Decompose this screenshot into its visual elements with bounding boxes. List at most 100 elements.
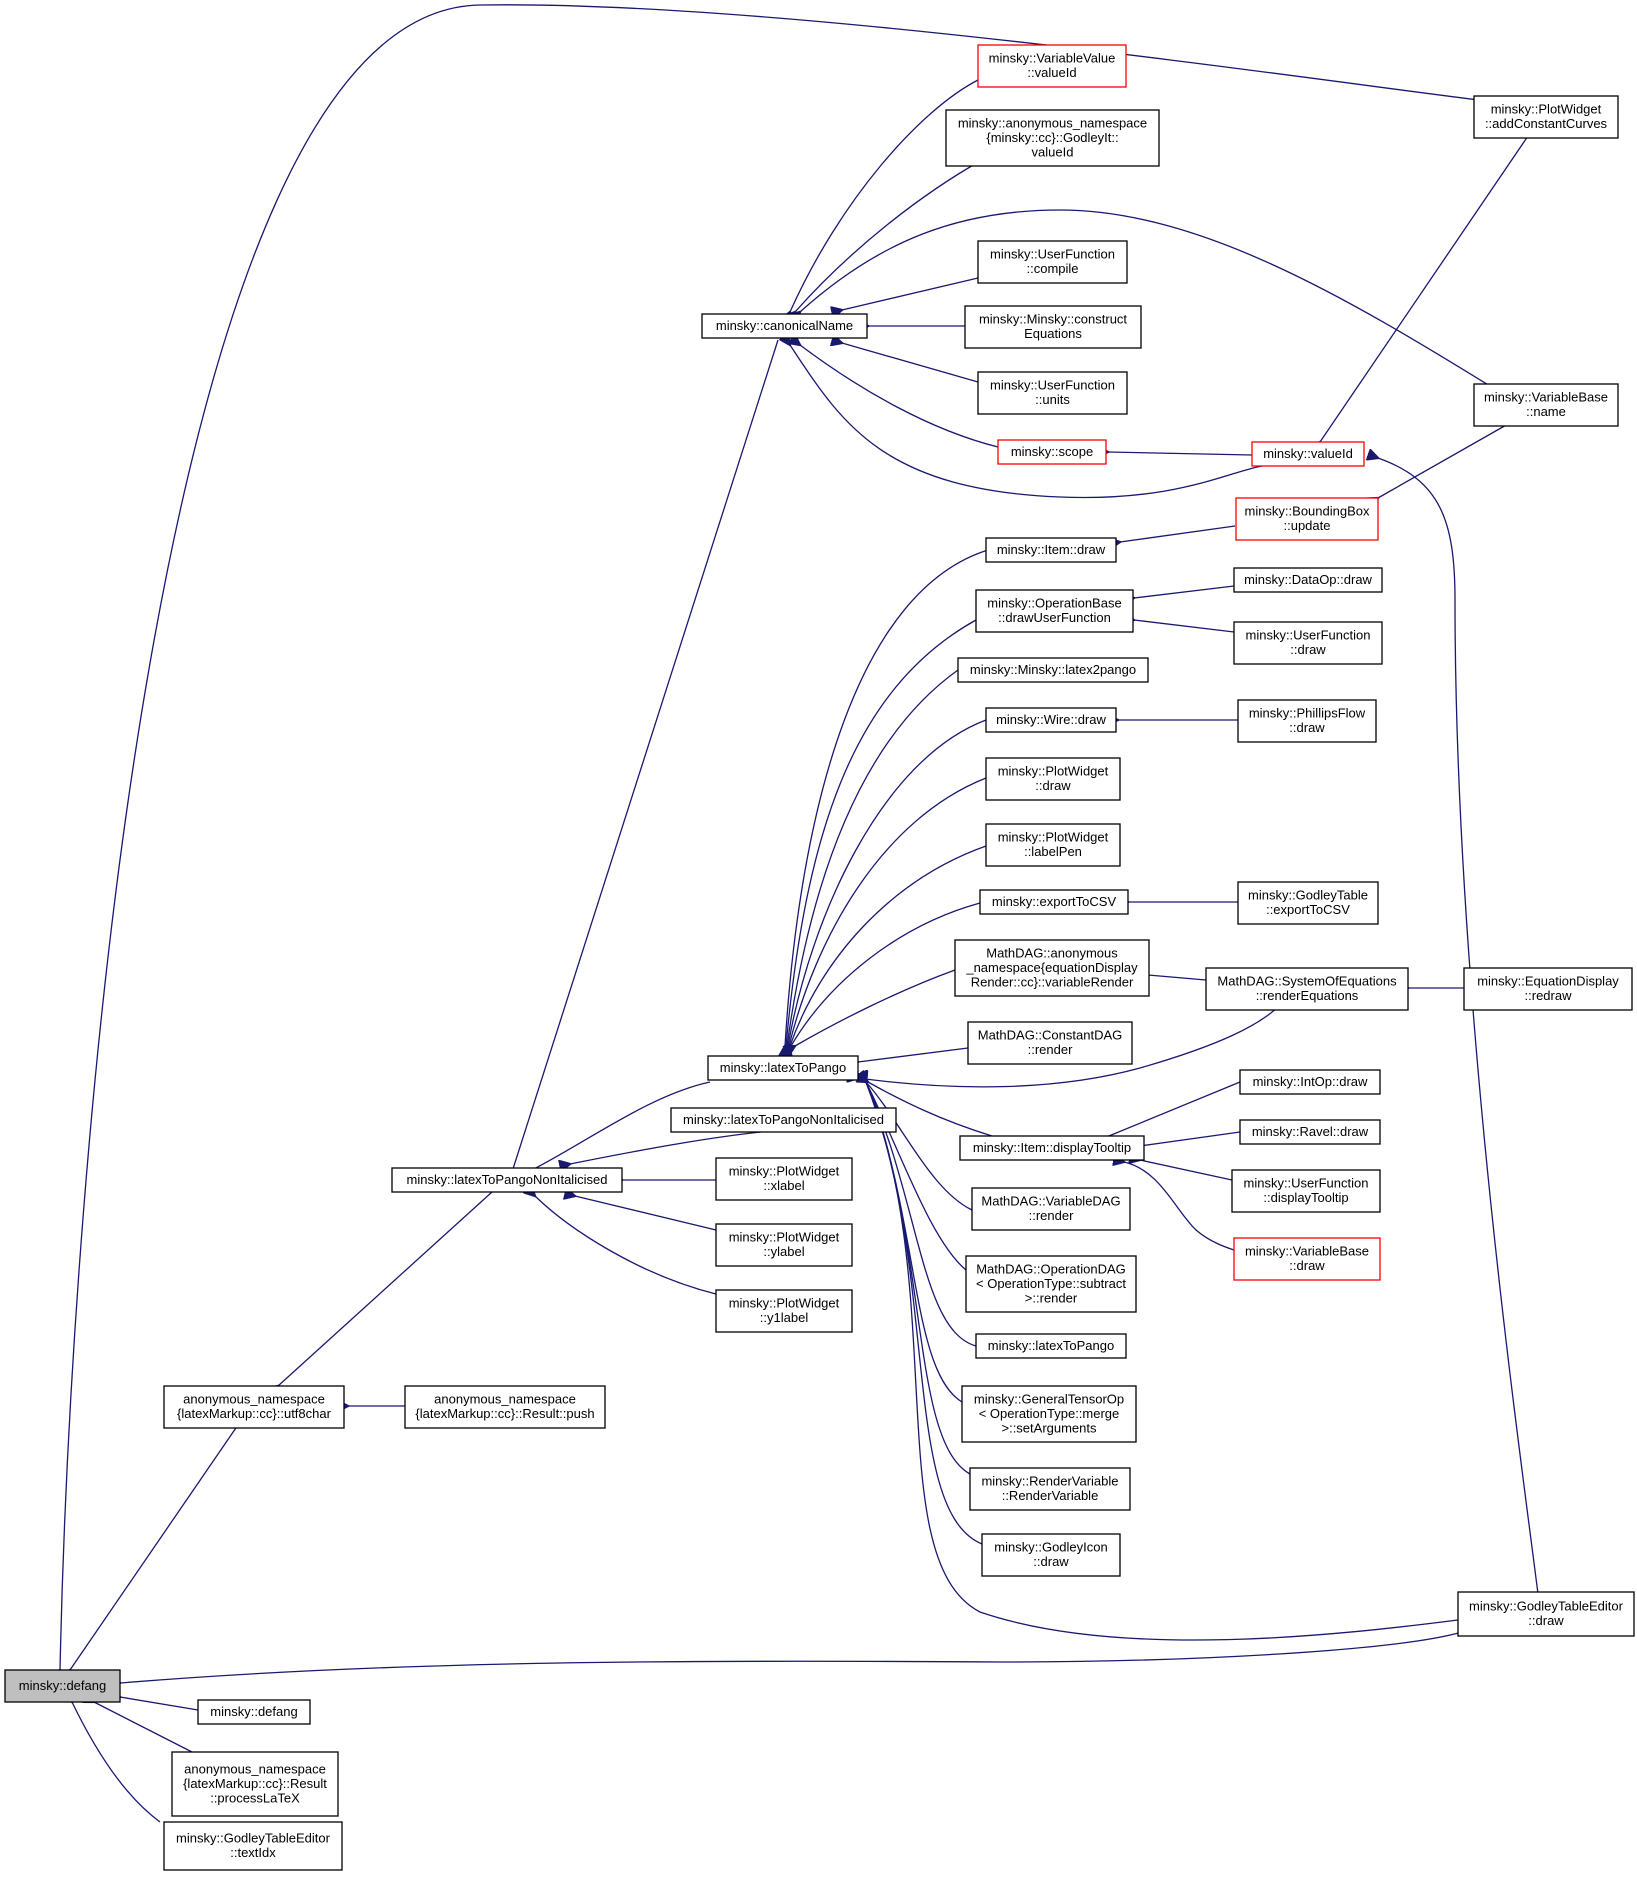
edge-l2pni-ylabel	[575, 1196, 717, 1231]
node-utf8char[interactable]: anonymous_namespace{latexMarkup::cc}::ut…	[163, 1385, 345, 1429]
node-l2pni2[interactable]: minsky::latexToPangoNonItalicised	[670, 1107, 897, 1133]
node-canon[interactable]: minsky::canonicalName	[701, 313, 868, 339]
node-label: minsky::UserFunction	[990, 247, 1115, 262]
node-varRender[interactable]: MathDAG::anonymous_namespace{equationDis…	[954, 939, 1150, 997]
node-box	[701, 313, 868, 339]
node-label: minsky::latexToPangoNonItalicised	[407, 1172, 608, 1187]
node-wireDraw[interactable]: minsky::Wire::draw	[985, 707, 1117, 733]
node-phillipsDraw[interactable]: minsky::PhillipsFlow::draw	[1237, 699, 1377, 743]
edge-defang-defang2	[120, 1697, 199, 1711]
node-itemDraw[interactable]: minsky::Item::draw	[985, 537, 1117, 563]
node-box	[1233, 1237, 1381, 1281]
node-varBaseName[interactable]: minsky::VariableBase::name	[1473, 383, 1619, 427]
node-ufUnits[interactable]: minsky::UserFunction::units	[977, 371, 1128, 415]
node-varDAG[interactable]: MathDAG::VariableDAG::render	[971, 1187, 1131, 1231]
node-gtOp[interactable]: minsky::GeneralTensorOp< OperationType::…	[961, 1385, 1137, 1443]
node-textIdx[interactable]: minsky::GodleyTableEditor::textIdx	[163, 1821, 343, 1871]
node-xlabel[interactable]: minsky::PlotWidget::xlabel	[715, 1157, 853, 1201]
node-box	[1205, 967, 1409, 1011]
node-ufCompile[interactable]: minsky::UserFunction::compile	[977, 240, 1128, 284]
node-defang2[interactable]: minsky::defang	[197, 1699, 311, 1725]
node-push[interactable]: anonymous_namespace{latexMarkup::cc}::Re…	[404, 1385, 606, 1429]
node-godleyIcon[interactable]: minsky::GodleyIcon::draw	[981, 1533, 1121, 1577]
edge-l2p-gteDraw	[866, 1082, 1459, 1641]
node-eqRedraw[interactable]: minsky::EquationDisplay::redraw	[1463, 967, 1633, 1011]
node-plotDraw[interactable]: minsky::PlotWidget::draw	[985, 757, 1121, 801]
edges	[60, 4, 1539, 1823]
node-label: ::labelPen	[1024, 844, 1082, 859]
node-label: minsky::UserFunction	[1246, 628, 1371, 643]
node-plotAddConst[interactable]: minsky::PlotWidget::addConstantCurves	[1473, 95, 1619, 139]
node-box	[975, 1333, 1127, 1359]
node-latex2pango[interactable]: minsky::Minsky::latex2pango	[957, 657, 1149, 683]
node-box	[4, 1669, 121, 1703]
edge-l2p-plotDraw	[789, 777, 987, 1046]
node-label: minsky::VariableBase	[1484, 390, 1608, 405]
node-label: ::RenderVariable	[1002, 1488, 1099, 1503]
node-y1label[interactable]: minsky::PlotWidget::y1label	[715, 1289, 853, 1333]
node-box	[979, 889, 1129, 915]
edge-defang-textIdx	[72, 1702, 161, 1823]
node-drawUF[interactable]: minsky::OperationBase::drawUserFunction	[975, 589, 1134, 633]
edge-canon-valueId	[790, 345, 1269, 499]
node-label: minsky::PhillipsFlow	[1249, 706, 1366, 721]
node-box	[1237, 699, 1377, 743]
node-box	[945, 109, 1160, 167]
node-exportCSV[interactable]: minsky::exportToCSV	[979, 889, 1129, 915]
node-godleyItValueId[interactable]: minsky::anonymous_namespace{minsky::cc}:…	[945, 109, 1160, 167]
node-label: ::draw	[1289, 720, 1325, 735]
node-box	[997, 439, 1107, 465]
node-intOpDraw[interactable]: minsky::IntOp::draw	[1239, 1069, 1381, 1095]
edge-itemDraw-bbUpdate	[1120, 525, 1236, 542]
node-valueId[interactable]: minsky::valueId	[1251, 441, 1365, 467]
node-renderVar[interactable]: minsky::RenderVariable::RenderVariable	[969, 1467, 1131, 1511]
node-godleyExportCSV[interactable]: minsky::GodleyTable::exportToCSV	[1237, 881, 1379, 925]
node-box	[171, 1751, 339, 1817]
node-ravelDraw[interactable]: minsky::Ravel::draw	[1239, 1119, 1381, 1145]
node-l2p[interactable]: minsky::latexToPango	[707, 1055, 859, 1081]
node-l2pni[interactable]: minsky::latexToPangoNonItalicised	[391, 1167, 623, 1193]
node-ylabel[interactable]: minsky::PlotWidget::ylabel	[715, 1223, 853, 1267]
node-label: valueId	[1032, 144, 1074, 159]
node-box	[707, 1055, 859, 1081]
node-renderEq[interactable]: MathDAG::SystemOfEquations::renderEquati…	[1205, 967, 1409, 1011]
node-labelPen[interactable]: minsky::PlotWidget::labelPen	[985, 823, 1121, 867]
node-l2p2[interactable]: minsky::latexToPango	[975, 1333, 1127, 1359]
node-box	[965, 1255, 1137, 1313]
node-varBaseDraw[interactable]: minsky::VariableBase::draw	[1233, 1237, 1381, 1281]
edge-canon-ufCompile	[842, 277, 979, 310]
node-label: minsky::latexToPangoNonItalicised	[683, 1112, 884, 1127]
node-processLaTeX[interactable]: anonymous_namespace{latexMarkup::cc}::Re…	[171, 1751, 339, 1817]
edge-drawUF-dataOpDraw	[1134, 585, 1235, 598]
node-label: ::textIdx	[230, 1845, 276, 1860]
node-label: minsky::EquationDisplay	[1477, 974, 1619, 989]
node-label: minsky::defang	[210, 1704, 297, 1719]
node-label: ::addConstantCurves	[1485, 116, 1608, 131]
node-ufDraw[interactable]: minsky::UserFunction::draw	[1233, 621, 1383, 665]
node-label: >::render	[1025, 1290, 1078, 1305]
edge-utf8char-l2pni	[278, 1191, 493, 1386]
node-ufTooltip[interactable]: minsky::UserFunction::displayTooltip	[1231, 1169, 1381, 1213]
node-box	[391, 1167, 623, 1193]
node-defang[interactable]: minsky::defang	[4, 1669, 121, 1703]
node-box	[981, 1533, 1121, 1577]
node-varValueId[interactable]: minsky::VariableValue::valueId	[977, 44, 1127, 88]
node-scope[interactable]: minsky::scope	[997, 439, 1107, 465]
node-dispTooltip[interactable]: minsky::Item::displayTooltip	[959, 1135, 1145, 1161]
node-dataOpDraw[interactable]: minsky::DataOp::draw	[1233, 567, 1383, 593]
node-label: >::setArguments	[1001, 1420, 1097, 1435]
node-constDAG[interactable]: MathDAG::ConstantDAG::render	[967, 1021, 1133, 1065]
node-opDAG[interactable]: MathDAG::OperationDAG< OperationType::su…	[965, 1255, 1137, 1313]
node-box	[977, 371, 1128, 415]
edge-bbUpdate-varBaseName	[1378, 423, 1509, 498]
node-label: minsky::PlotWidget	[729, 1296, 840, 1311]
node-box	[1239, 1069, 1381, 1095]
node-bbUpdate[interactable]: minsky::BoundingBox::update	[1235, 497, 1379, 541]
node-box	[957, 657, 1149, 683]
node-label: Equations	[1024, 326, 1082, 341]
node-label: minsky::UserFunction	[990, 378, 1115, 393]
node-label: minsky::UserFunction	[1244, 1176, 1369, 1191]
node-label: ::valueId	[1027, 65, 1076, 80]
node-gteDraw[interactable]: minsky::GodleyTableEditor::draw	[1457, 1591, 1635, 1637]
